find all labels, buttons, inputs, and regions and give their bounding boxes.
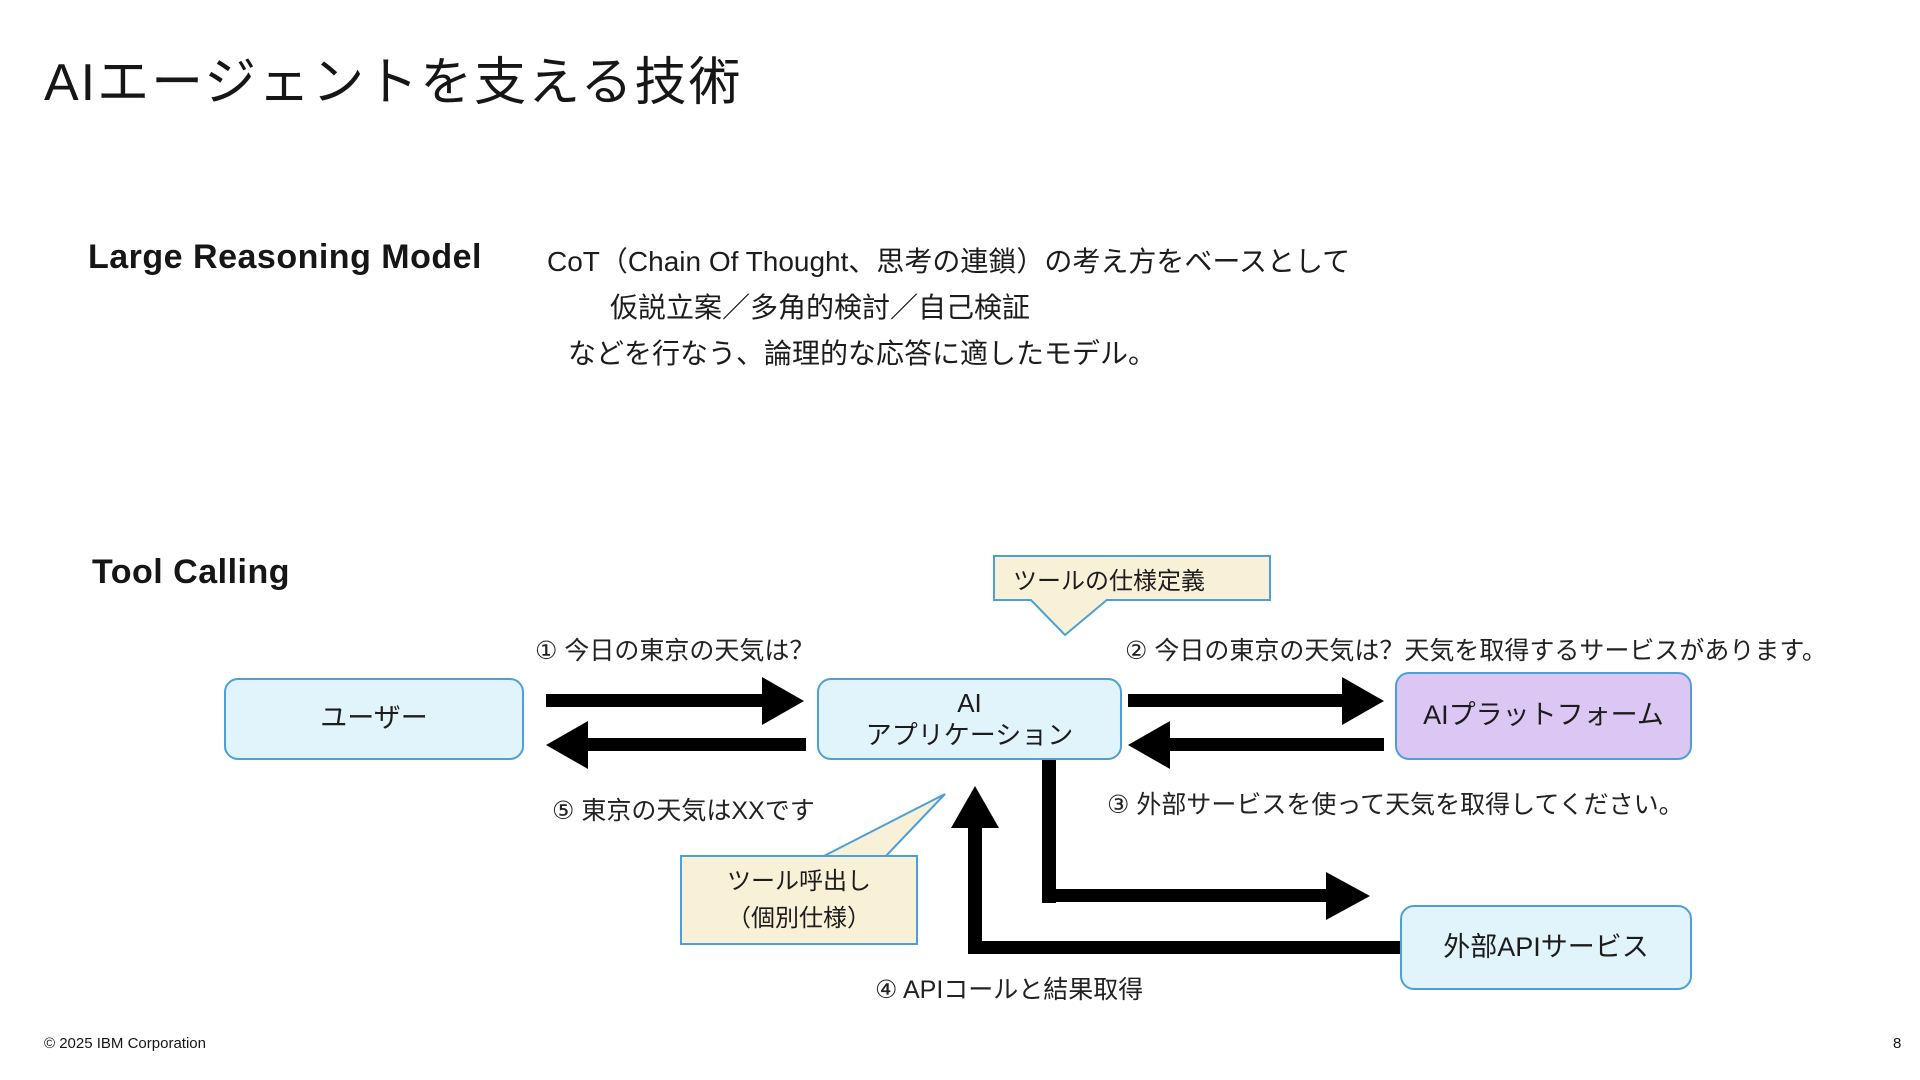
box-ai-application: AI アプリケーション (817, 678, 1122, 760)
arrow-aiapp-to-platform-head-icon (1342, 677, 1384, 725)
label-step1-weather-question: ① 今日の東京の天気は？ (535, 637, 815, 665)
arrow-return-up-head-icon (951, 786, 999, 828)
box-ai-platform-label: AIプラットフォーム (1423, 700, 1664, 731)
arrow-to-extapi-shaft (1042, 889, 1326, 902)
box-external-api-service-label: 外部APIサービス (1443, 931, 1649, 962)
label-step4-api-call-result: ④ APIコールと結果取得 (875, 976, 1144, 1004)
callout-tool-spec-tail (1029, 599, 1109, 637)
arrow-aiapp-down-shaft (1042, 760, 1056, 903)
box-ai-platform: AIプラットフォーム (1395, 672, 1692, 760)
callout-tool-spec: ツールの仕様定義 (993, 555, 1271, 601)
slide-title: AIエージェントを支える技術 (44, 54, 743, 112)
arrow-user-to-aiapp-shaft (546, 694, 762, 707)
lrm-description-line1: CoT（Chain Of Thought、思考の連鎖）の考え方をベースとして (547, 246, 1351, 277)
label-step5-weather-answer: ⑤ 東京の天気はXXです (552, 797, 815, 825)
callout-tool-call-line2: （個別仕様） (727, 905, 871, 932)
callout-tool-call: ツール呼出し （個別仕様） (680, 855, 918, 945)
box-ai-application-line2: アプリケーション (865, 720, 1074, 750)
arrow-platform-to-aiapp-head-icon (1128, 721, 1170, 769)
callout-tool-call-line1: ツール呼出し (727, 867, 871, 895)
arrow-to-extapi-head-icon (1326, 872, 1370, 920)
box-external-api-service: 外部APIサービス (1400, 905, 1692, 990)
box-ai-application-line1: AI (957, 687, 982, 718)
section-heading-tool-calling: Tool Calling (92, 553, 291, 591)
label-step3-use-external-service: ③ 外部サービスを使って天気を取得してください。 (1107, 791, 1684, 819)
footer-copyright: © 2025 IBM Corporation (44, 1035, 206, 1052)
arrow-return-bottom-shaft (968, 941, 1400, 954)
footer-page-number: 8 (1893, 1035, 1902, 1052)
callout-tool-spec-text: ツールの仕様定義 (1013, 567, 1205, 595)
arrow-aiapp-to-user-head-icon (546, 721, 588, 769)
label-step2-service-available: ② 今日の東京の天気は？天気を取得するサービスがあります。 (1125, 637, 1827, 665)
lrm-description-line2: 仮説立案／多角的検討／自己検証 (610, 292, 1031, 323)
arrow-aiapp-to-platform-shaft (1128, 694, 1342, 707)
lrm-description-line3: などを行なう、論理的な応答に適したモデル。 (568, 338, 1157, 369)
box-user-label: ユーザー (320, 703, 428, 734)
arrow-user-to-aiapp-head-icon (762, 677, 804, 725)
box-user: ユーザー (224, 678, 524, 760)
callout-tool-call-tail (819, 793, 946, 859)
arrow-return-up-shaft (968, 828, 982, 954)
arrow-aiapp-to-user-shaft (588, 738, 806, 751)
section-heading-large-reasoning-model: Large Reasoning Model (88, 238, 482, 276)
arrow-platform-to-aiapp-shaft (1170, 738, 1384, 751)
